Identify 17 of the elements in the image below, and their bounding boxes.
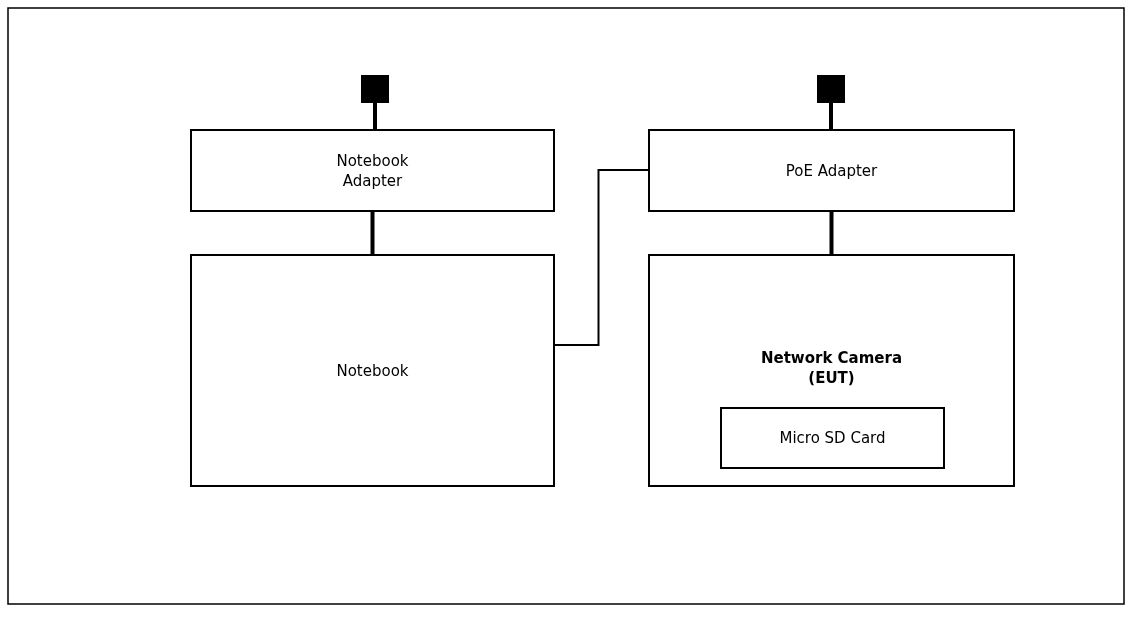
device-box (190, 254, 555, 487)
device-box (648, 254, 1015, 487)
device-label: Notebook (336, 360, 409, 381)
device-box (720, 407, 945, 469)
cable-line (370, 212, 375, 254)
plug-block (361, 75, 389, 103)
device-box (190, 129, 555, 212)
cable-line (554, 169, 649, 346)
device-label: PoE Adapter (785, 160, 878, 181)
device-label: Notebook Adapter (335, 150, 410, 191)
device-label: Micro SD Card (779, 428, 886, 448)
cable-line (829, 103, 833, 129)
device-label: Network Camera (EUT) (759, 348, 904, 388)
device-box (648, 129, 1015, 212)
plug-block (817, 75, 845, 103)
cable-line (373, 103, 377, 129)
cable-line (829, 212, 834, 254)
